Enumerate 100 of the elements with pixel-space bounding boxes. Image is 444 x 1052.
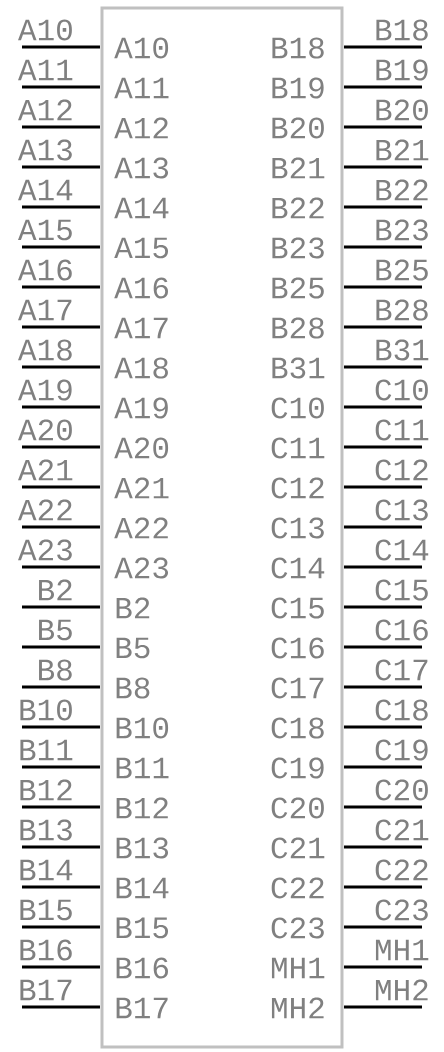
- pin-label: C13: [375, 499, 428, 521]
- pin-label: C22: [375, 859, 428, 881]
- pin-label: A17: [18, 299, 72, 321]
- pin-label: B23: [376, 219, 428, 241]
- pin-name: C13: [271, 517, 324, 539]
- pin-name: B20: [272, 117, 324, 139]
- pin-name: B25: [272, 277, 324, 299]
- pin-name: A19: [114, 397, 168, 419]
- pin-name: B23: [272, 237, 324, 259]
- pin-name: B2: [116, 597, 150, 619]
- pin-label: C11: [375, 419, 429, 441]
- pin-label: A22: [18, 499, 72, 521]
- pin-label: C15: [375, 579, 428, 601]
- pin-name: A11: [114, 77, 169, 99]
- pin-label: B15: [20, 899, 72, 921]
- pin-name: B8: [116, 677, 150, 699]
- pin-name: A16: [114, 277, 168, 299]
- pin-name: C11: [271, 437, 325, 459]
- pin-label: B10: [20, 699, 72, 721]
- pin-label: C18: [375, 699, 428, 721]
- pin-name: A10: [114, 37, 169, 59]
- pin-name: B10: [116, 717, 169, 739]
- pin-name: B11: [116, 757, 169, 779]
- pin-name: B16: [116, 957, 168, 979]
- pin-label: A21: [18, 459, 73, 481]
- pin-label: B21: [376, 139, 429, 161]
- pin-name: B21: [272, 157, 325, 179]
- pin-name: MH2: [271, 997, 324, 1019]
- pin-label: C23: [375, 899, 428, 921]
- pin-label: B5: [39, 619, 72, 641]
- pin-label: C21: [375, 819, 429, 841]
- pin-label: B12: [20, 779, 72, 801]
- pin-name: B22: [272, 197, 324, 219]
- pin-name: A18: [114, 357, 168, 379]
- pin-name: B31: [272, 357, 325, 379]
- pin-label: B25: [376, 259, 428, 281]
- pin-label: A10: [18, 19, 72, 41]
- pin-name: B5: [116, 637, 150, 659]
- pin-label: A11: [18, 59, 73, 81]
- pin-name: C18: [271, 717, 324, 739]
- pin-label: B8: [39, 659, 72, 681]
- pin-label: B16: [20, 939, 72, 961]
- pin-name: B14: [116, 877, 169, 899]
- pin-name: B18: [272, 37, 324, 59]
- pin-label: C17: [375, 659, 428, 681]
- pin-name: C10: [271, 397, 324, 419]
- pin-name: B17: [116, 997, 168, 1019]
- pin-name: C19: [271, 757, 324, 779]
- pin-name: A13: [114, 157, 169, 179]
- pin-name: C21: [271, 837, 325, 859]
- pin-name: C20: [271, 797, 324, 819]
- pin-name: B15: [116, 917, 169, 939]
- pin-name: MH1: [271, 957, 325, 979]
- pin-label: B31: [376, 339, 429, 361]
- pin-label: A16: [18, 259, 72, 281]
- pin-label: B2: [39, 579, 72, 601]
- pin-label: C19: [375, 739, 428, 761]
- pin-name: C17: [271, 677, 324, 699]
- pin-name: A14: [114, 197, 169, 219]
- pin-name: C15: [271, 597, 324, 619]
- pin-label: B13: [20, 819, 72, 841]
- pin-name: B13: [116, 837, 169, 859]
- pin-label: A15: [18, 219, 72, 241]
- pin-name: A20: [114, 437, 169, 459]
- pin-label: B18: [376, 19, 428, 41]
- pin-label: A19: [18, 379, 72, 401]
- pin-name: A12: [114, 117, 168, 139]
- pin-label: B28: [376, 299, 428, 321]
- pin-name: B12: [116, 797, 168, 819]
- pin-label: C10: [375, 379, 428, 401]
- pin-name: C23: [271, 917, 324, 939]
- pin-name: B19: [272, 77, 324, 99]
- pin-name: B28: [272, 317, 324, 339]
- pin-name: A17: [114, 317, 168, 339]
- pin-label: B11: [20, 739, 73, 761]
- pin-name: C12: [271, 477, 324, 499]
- pin-name: C16: [271, 637, 324, 659]
- pin-label: A13: [18, 139, 72, 161]
- pin-label: A23: [18, 539, 72, 561]
- pin-label: C16: [375, 619, 428, 641]
- pin-label: C12: [375, 459, 428, 481]
- pin-label: B22: [376, 179, 428, 201]
- pin-name: A23: [114, 557, 169, 579]
- pin-label: B14: [20, 859, 73, 881]
- pin-label: MH2: [375, 979, 428, 1001]
- pin-label: A12: [18, 99, 72, 121]
- pin-label: MH1: [375, 939, 429, 961]
- pin-name: A21: [114, 477, 169, 499]
- pin-label: B20: [376, 99, 428, 121]
- pin-name: C14: [271, 557, 325, 579]
- pin-label: B19: [376, 59, 428, 81]
- pin-label: B17: [20, 979, 72, 1001]
- pin-name: C22: [271, 877, 324, 899]
- pin-label: A14: [18, 179, 73, 201]
- pin-name: A22: [114, 517, 168, 539]
- pin-label: C14: [375, 539, 429, 561]
- pin-name: A15: [114, 237, 169, 259]
- pin-label: A20: [18, 419, 72, 441]
- pin-label: A18: [18, 339, 72, 361]
- pin-label: C20: [375, 779, 428, 801]
